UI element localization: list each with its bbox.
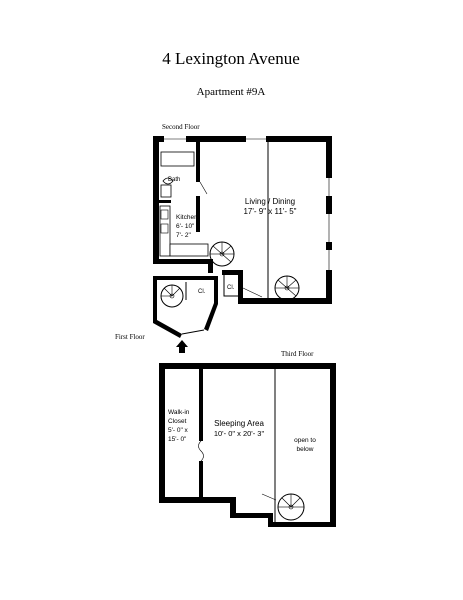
walkin-closet-line-3: 5'- 0" x: [168, 427, 189, 434]
second-floor-label: Second Floor: [162, 123, 200, 131]
plan-title: 4 Lexington Avenue: [162, 49, 300, 68]
walkin-closet-line-4: 15'- 0": [168, 436, 187, 443]
kitchen-dims-2: 7'- 2": [176, 232, 191, 239]
spiral-stair-icon: [209, 241, 235, 267]
second-floor-plan: Second Floor Bath: [153, 123, 333, 304]
closet-upper-label: Cl.: [227, 285, 235, 291]
open-to-below-line-2: below: [297, 446, 314, 453]
kitchen-name: Kitchen: [176, 214, 198, 221]
sleeping-area-name: Sleeping Area: [214, 419, 264, 428]
living-dining-name: Living / Dining: [245, 197, 295, 206]
spiral-stair-icon: [277, 493, 305, 521]
third-floor-plan: Third Floor Walk-in Closet 5'- 0" x 15'-…: [159, 350, 336, 527]
apartment-number: Apartment #9A: [197, 86, 266, 98]
open-to-below-line-1: open to: [294, 437, 316, 444]
bath-label: Bath: [168, 177, 180, 183]
living-dining-dims: 17'- 9" x 11'- 5": [243, 207, 296, 216]
kitchen-dims-1: 6'- 10" x: [176, 223, 200, 230]
entry-arrow-icon: [176, 340, 188, 353]
closet-lower-label: Cl.: [198, 289, 206, 295]
spiral-stair-icon: [274, 275, 300, 301]
walkin-closet-line-2: Closet: [168, 418, 187, 425]
third-floor-label: Third Floor: [281, 350, 314, 358]
first-floor-plan: Cl. First Floor: [115, 276, 218, 353]
walkin-closet-line-1: Walk-in: [168, 409, 190, 416]
sleeping-area-dims: 10'- 0" x 20'- 3": [214, 429, 265, 438]
first-floor-label: First Floor: [115, 333, 145, 341]
